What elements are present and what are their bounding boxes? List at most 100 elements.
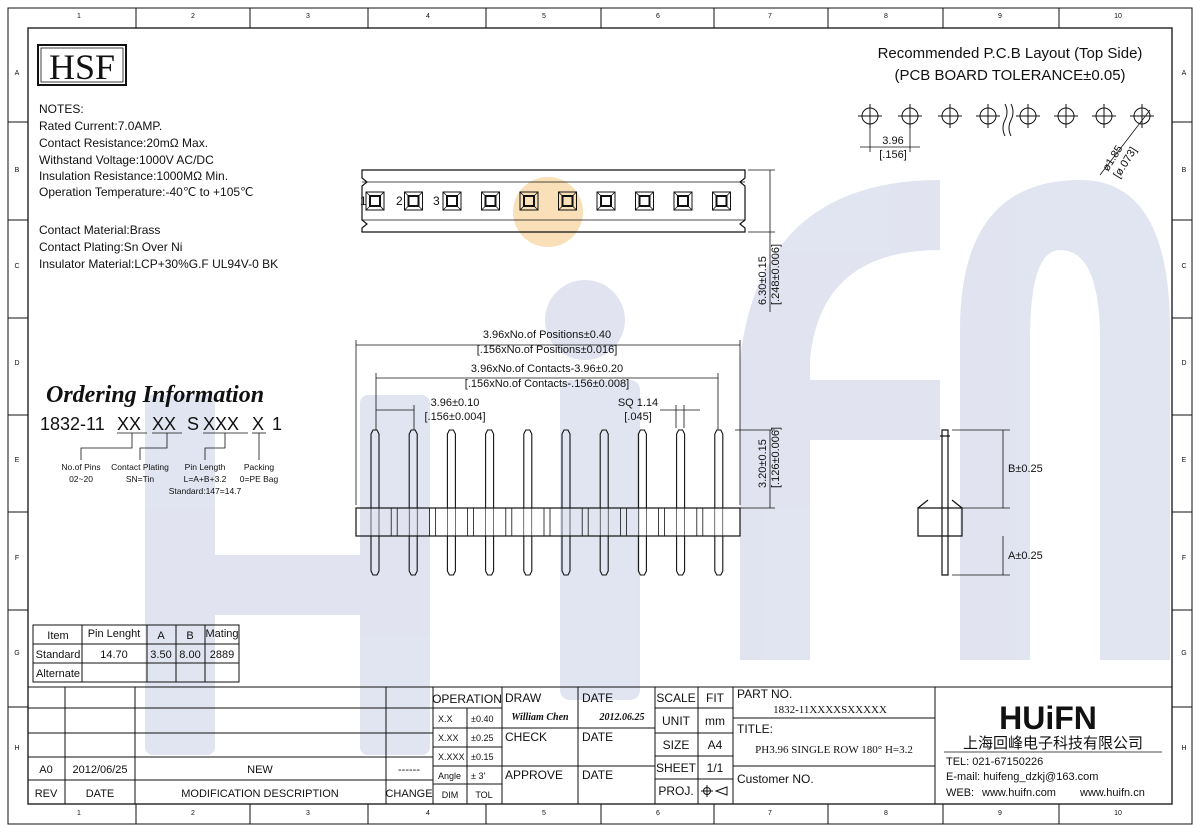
note-line: Operation Temperature:-40℃ to +105℃ [39,185,254,199]
top-view-pins [365,191,731,211]
draw-date: 2012.06.25 [599,712,645,723]
top-pin [365,191,385,211]
ordering-title: Ordering Information [46,382,264,408]
zone-col-label: 5 [542,810,546,817]
code-seg-length: XXX [203,414,239,434]
pcb-pitch: 3.96 [882,135,903,147]
zone-col-label: 4 [426,13,430,20]
pin-length-table: Item Pin Lenght A B Mating Standard 14.7… [32,624,240,683]
dim-sq: SQ 1.14 [618,397,658,409]
hsf-logo-box [37,44,127,86]
proj-label: PROJ. [658,784,693,798]
title-block-grid [28,686,1172,804]
company-web1: www.huifn.com [981,787,1056,799]
accent-dot [513,177,583,247]
top-pin [635,191,654,211]
size-label: SIZE [663,738,690,752]
label-length-sub2: Standard:147=14.7 [169,486,242,496]
zone-col-label: 3 [306,13,310,20]
tol-val: ±0.15 [471,752,493,762]
sheet-label: SHEET [656,761,697,775]
unit-value: mm [705,714,725,728]
table-cell: 2889 [210,649,234,661]
tol-dim: Angle [438,771,461,781]
pcb-hole [1054,104,1078,128]
zone-col-label: 8 [884,810,888,817]
pin-label: 2 [396,194,403,208]
zone-col-label: 1 [77,810,81,817]
pcb-layout-tolerance: (PCB BOARD TOLERANCE±0.05) [894,67,1125,84]
hsf-logo: HSF [49,47,115,87]
ordering-information: Ordering Information 1832-11 XX XX S XXX… [40,382,282,496]
check-date-label: DATE [582,730,613,744]
pcb-layout: Recommended P.C.B Layout (Top Side) (PCB… [858,45,1154,180]
draw-label: DRAW [505,691,542,705]
zone-row-label: E [15,457,20,464]
pcb-hole [898,104,922,128]
top-pin [519,191,539,211]
top-view: 1 2 3 6.30±0.15 [.248±0.006] [360,169,782,312]
tol-val: ± 3' [471,771,485,781]
label-pins-sub: 02~20 [69,474,93,484]
code-prefix: 1832-11 [40,414,105,434]
sheet-value: 1/1 [707,761,724,775]
front-pin [696,429,724,576]
material-line: Insulator Material:LCP+30%G.F UL94V-0 BK [39,257,278,271]
fit-label: FIT [706,691,725,705]
zone-col-label: 6 [656,13,660,20]
dim-height-inch: [.126±0.006] [770,427,782,488]
operation-label: OPERATION [432,692,502,706]
code-seg-s: S [187,414,199,434]
table-header: Mating [205,628,238,640]
pin-label: 1 [360,194,367,208]
change-header: CHANGE [385,788,432,800]
pcb-layout-title: Recommended P.C.B Layout (Top Side) [878,45,1143,62]
zone-row-label: F [15,555,19,562]
front-pin [581,429,609,576]
code-seg-plating: XX [152,414,176,434]
notes-heading: NOTES: [39,102,84,116]
a-dim: A±0.25 [1008,550,1043,562]
part-no: 1832-11XXXXSXXXXX [773,704,887,716]
top-pin [596,191,616,211]
tol-dim: X.XX [438,733,459,743]
web-label: WEB: [946,787,974,799]
zone-row-label: H [14,745,19,752]
front-pin [543,429,571,576]
top-pin [558,191,577,211]
table-header: Item [47,630,68,642]
date-label: DATE [582,691,613,705]
label-plating-title: Contact Plating [111,462,169,472]
pcb-hole [858,104,882,128]
top-pin [404,191,423,211]
approve-date-label: DATE [582,768,613,782]
company-tel: TEL: 021-67150226 [946,756,1043,768]
dim-height: 3.20±0.15 [757,439,769,488]
dim-label: DIM [442,790,459,800]
top-height-dim: 6.30±0.15 [757,256,769,305]
zone-row-label: B [1182,167,1187,174]
label-packing-title: Packing [244,462,275,472]
note-line: Contact Resistance:20mΩ Max. [39,136,208,150]
zone-col-label: 7 [768,13,772,20]
table-cell: Alternate [36,668,80,680]
front-pin [370,429,380,576]
top-pin [481,191,500,211]
front-pin [467,429,495,576]
tol-val: ±0.40 [471,714,493,724]
zone-col-label: 10 [1114,13,1122,20]
top-pin [712,191,731,211]
material-line: Contact Material:Brass [39,223,160,237]
label-packing-sub: 0=PE Bag [240,474,279,484]
rev-desc: NEW [247,764,273,776]
company-email: E-mail: huifeng_dzkj@163.com [946,771,1098,783]
zone-row-label: D [14,360,19,367]
zone-row-label: D [1181,360,1186,367]
zone-col-label: 2 [191,13,195,20]
zone-col-label: 4 [426,810,430,817]
zone-row-label: A [1182,70,1187,77]
zone-row-label: B [15,167,20,174]
zone-row-label: C [1181,263,1186,270]
check-label: CHECK [505,730,547,744]
zone-col-label: 6 [656,810,660,817]
